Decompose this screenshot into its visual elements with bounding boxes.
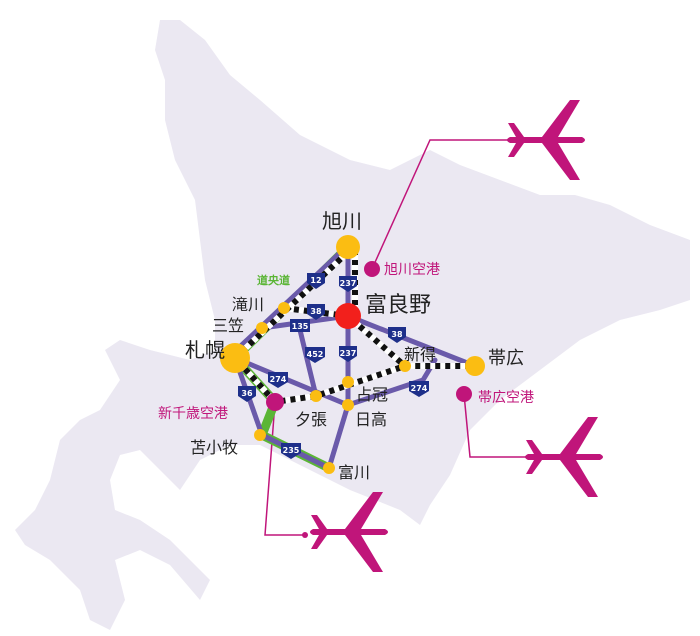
svg-text:274: 274 bbox=[411, 384, 428, 393]
tomikawa-marker bbox=[323, 462, 335, 474]
tomakomai-marker bbox=[254, 429, 266, 441]
airport-markers bbox=[266, 137, 538, 538]
route-shield-235: 235 bbox=[281, 443, 301, 459]
route-shield-38: 38 bbox=[307, 304, 325, 320]
svg-text:135: 135 bbox=[292, 322, 309, 331]
asahikawa-airport-marker bbox=[364, 261, 380, 277]
svg-text:38: 38 bbox=[391, 330, 403, 339]
furano-hub-marker bbox=[335, 303, 361, 329]
obihiro-airport-marker bbox=[456, 386, 472, 402]
airport-connector-lines bbox=[264, 139, 535, 536]
route-shield-274: 274 bbox=[268, 372, 288, 388]
asahikawa-label: 旭川 bbox=[322, 209, 362, 233]
svg-text:12: 12 bbox=[310, 276, 321, 285]
takikawa-label: 滝川 bbox=[232, 295, 264, 314]
sapporo-marker bbox=[220, 343, 250, 373]
route-shield-237: 237 bbox=[339, 276, 357, 292]
tomikawa-label: 富川 bbox=[338, 463, 370, 482]
shimukappu-label: 占冠 bbox=[356, 385, 388, 404]
furano-label: 富良野 bbox=[365, 293, 431, 318]
asahikawa-airport-label: 旭川空港 bbox=[384, 262, 440, 278]
hidaka-marker bbox=[342, 399, 354, 411]
svg-text:274: 274 bbox=[270, 375, 287, 384]
city-markers bbox=[220, 235, 485, 474]
sapporo-label: 札幌 bbox=[185, 338, 225, 362]
svg-text:452: 452 bbox=[307, 350, 324, 359]
tomakomai-label: 苫小牧 bbox=[190, 438, 238, 457]
obihiro-label: 帯広 bbox=[488, 348, 524, 369]
svg-text:237: 237 bbox=[340, 279, 357, 288]
svg-text:237: 237 bbox=[340, 349, 357, 358]
shintoku-marker bbox=[399, 360, 411, 372]
yubari-label: 夕張 bbox=[295, 410, 327, 429]
route-shield-237: 237 bbox=[339, 346, 357, 362]
chitose-airport-label: 新千歳空港 bbox=[158, 406, 228, 422]
hidaka-label: 日高 bbox=[355, 410, 387, 429]
route-shields: 12 237 38 135 452 237 38 274 274 36 235 bbox=[238, 273, 429, 459]
mikasa-label: 三笠 bbox=[212, 316, 244, 335]
chitose-airport-marker bbox=[266, 393, 284, 411]
route-shield-36: 36 bbox=[238, 386, 256, 402]
airplane-icon bbox=[310, 492, 388, 572]
svg-text:38: 38 bbox=[310, 307, 322, 316]
airplane-icon bbox=[507, 100, 585, 180]
route-shield-12: 12 bbox=[307, 273, 325, 289]
route-shield-452: 452 bbox=[305, 347, 325, 363]
svg-text:235: 235 bbox=[283, 446, 300, 455]
route-shield-38: 38 bbox=[388, 327, 406, 343]
obihiro-marker bbox=[465, 356, 485, 376]
asahikawa-marker bbox=[336, 235, 360, 259]
route-shield-274: 274 bbox=[409, 381, 429, 397]
takikawa-marker bbox=[278, 302, 290, 314]
shintoku-label: 新得 bbox=[404, 345, 436, 364]
obihiro-airport-label: 帯広空港 bbox=[478, 390, 534, 406]
expressway-label: 道央道 bbox=[257, 273, 290, 287]
mikasa-marker bbox=[256, 322, 268, 334]
svg-text:36: 36 bbox=[241, 389, 253, 398]
yubari-marker bbox=[310, 390, 322, 402]
shimukappu-marker bbox=[342, 376, 354, 388]
route-shield-135: 135 bbox=[290, 319, 310, 332]
airplane-icon bbox=[525, 417, 603, 497]
